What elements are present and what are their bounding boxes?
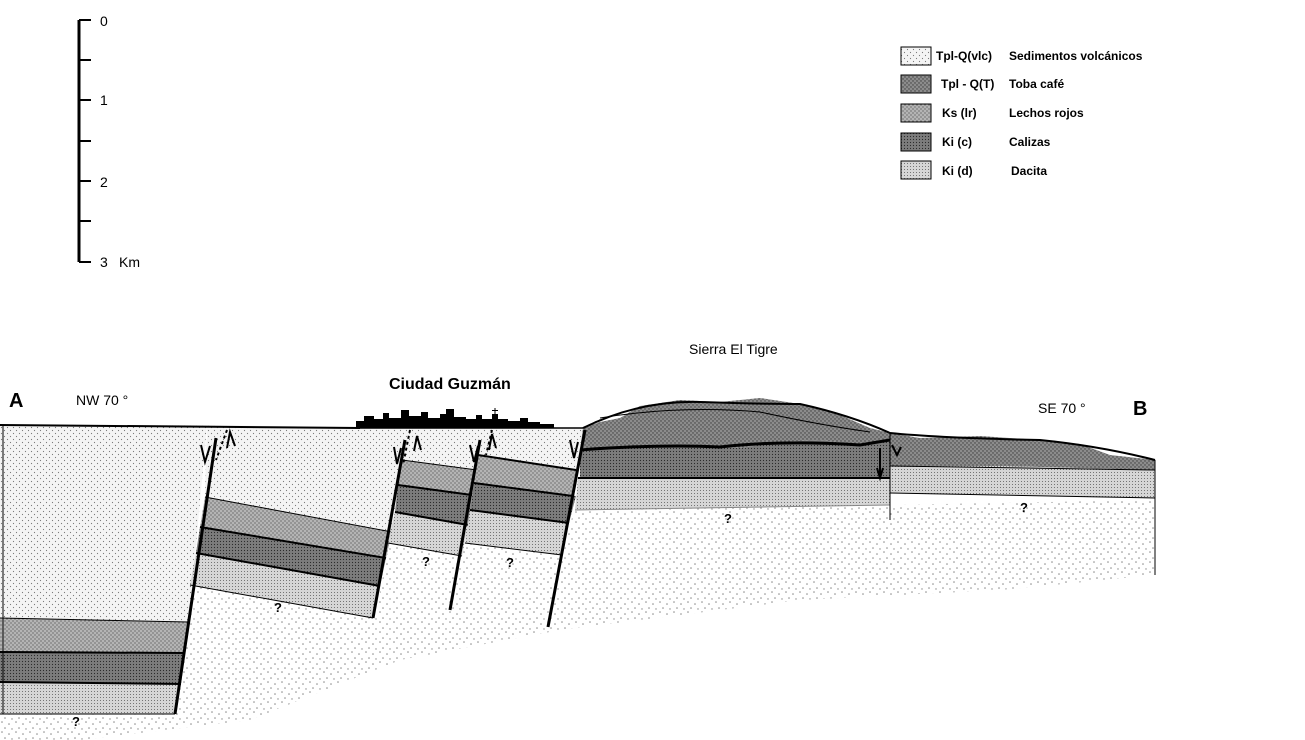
legend-item-lr: Ks (lr) Lechos rojos [900,103,1084,123]
orientation-right-label: SE 70 ° [1038,400,1086,416]
scale-tick-1: 1 [100,92,108,108]
legend-code: Ki (c) [942,135,972,149]
point-b-label: B [1133,398,1147,420]
scale-unit: Km [119,254,140,270]
legend-name: Toba café [1009,77,1064,91]
unknown-marker: ? [422,554,430,569]
unknown-marker: ? [1020,500,1028,515]
se-block [889,432,1156,575]
legend-code: Tpl - Q(T) [941,77,994,91]
block-2 [189,425,405,619]
legend-code: Ki (d) [942,164,973,178]
fault-4 [546,429,587,628]
legend-item-cal: Ki (c) Calizas [900,132,1051,152]
basement-unknown [0,500,1155,740]
fault-2 [371,429,422,619]
orientation-left-label: NW 70 ° [76,392,128,408]
block-1 [0,425,207,715]
scale-tick-2: 2 [100,174,108,190]
legend-item-toba: Tpl - Q(T) Toba café [900,74,1064,94]
legend-code: Tpl-Q(vlc) [936,49,992,63]
legend: Tpl-Q(vlc) Sedimentos volcánicos Tpl - Q… [900,46,1143,180]
unknown-marker: ? [72,714,80,729]
scale-tick-0: 0 [100,13,108,29]
fault-5 [876,444,902,482]
unknown-marker: ? [506,555,514,570]
point-a-label: A [9,390,23,412]
range-label: Sierra El Tigre [689,341,778,357]
legend-name: Lechos rojos [1009,106,1084,120]
scale-tick-3: 3 [100,254,108,270]
sierra-block [574,398,891,511]
legend-name: Sedimentos volcánicos [1009,49,1143,63]
legend-code: Ks (lr) [942,106,977,120]
fault-1 [173,428,236,715]
town-silhouette [356,408,554,428]
legend-name: Dacita [1011,164,1047,178]
block-3 [387,428,480,557]
scale-bar: 0 1 2 3 Km [77,13,140,270]
unknown-marker: ? [724,511,732,526]
fault-3 [448,429,497,611]
legend-item-dac: Ki (d) Dacita [900,160,1047,180]
unknown-marker: ? [274,600,282,615]
town-label: Ciudad Guzmán [389,376,511,393]
legend-item-vlc: Tpl-Q(vlc) Sedimentos volcánicos [900,46,1143,66]
block-4 [464,428,583,556]
legend-name: Calizas [1009,135,1051,149]
faults [173,428,902,715]
